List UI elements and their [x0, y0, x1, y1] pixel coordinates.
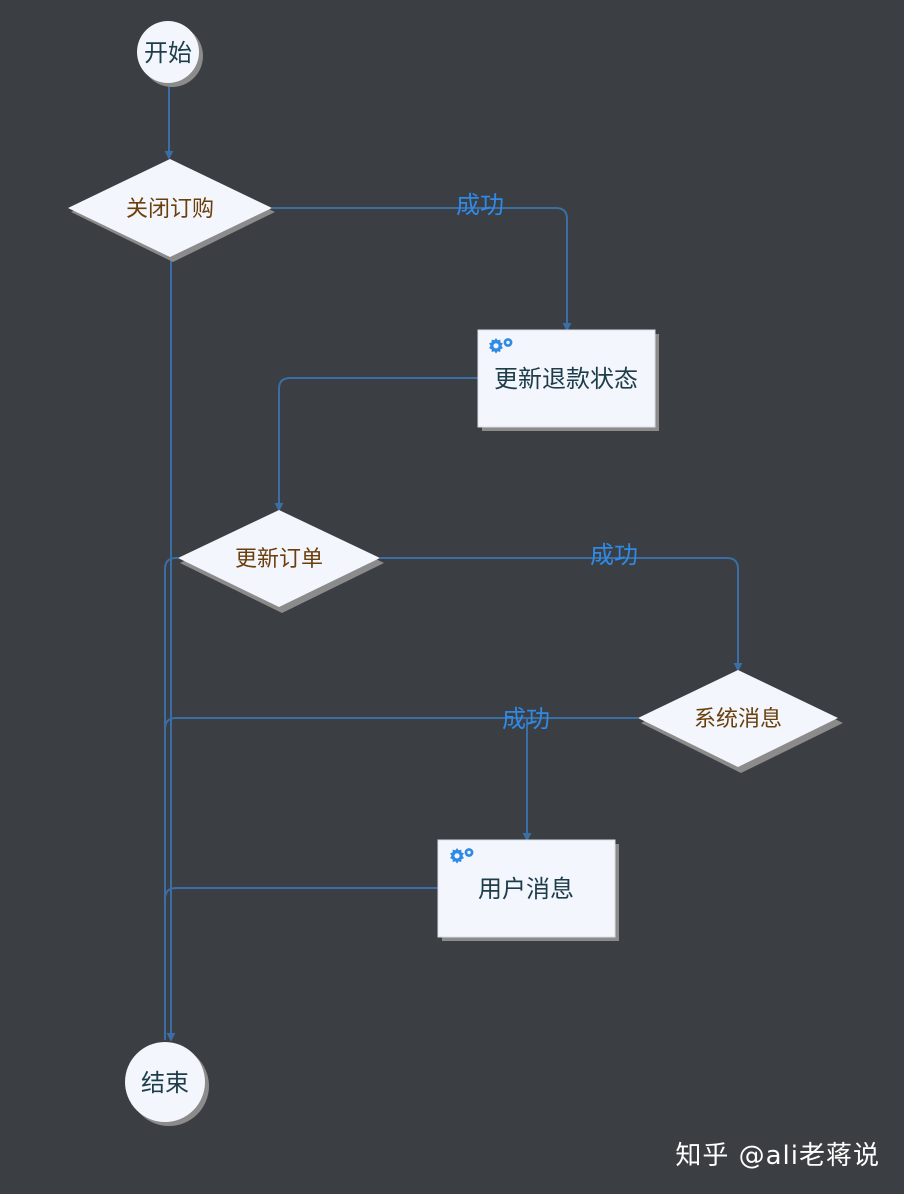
end-node-label: 结束 [141, 1069, 189, 1097]
edges [164, 84, 743, 1042]
close-purchase-decision[interactable]: 关闭订购 [68, 159, 275, 262]
edge-label-update-order-success: 成功 [590, 541, 638, 569]
system-message-label: 系统消息 [694, 707, 782, 732]
user-message-task[interactable]: 用户消息 [437, 839, 619, 941]
edge-user-message-to-end [164, 887, 438, 1040]
edge-label-system-message-success: 成功 [502, 705, 550, 733]
start-node[interactable]: 开始 [137, 21, 203, 87]
edge-update-order-to-end [164, 557, 178, 1040]
update-order-decision[interactable]: 更新订单 [178, 510, 384, 613]
system-message-decision[interactable]: 系统消息 [638, 670, 843, 773]
edge-label-close-purchase-success: 成功 [456, 191, 504, 219]
edge-refund-status-to-update-order [274, 377, 478, 512]
user-message-label: 用户消息 [478, 875, 574, 903]
edge-system-message-to-end [164, 717, 638, 1040]
start-node-label: 开始 [144, 39, 192, 67]
edge-close-purchase-to-refund-status [272, 207, 572, 332]
edge-update-order-to-system-message [380, 557, 743, 672]
end-node[interactable]: 结束 [125, 1042, 209, 1126]
update-order-label: 更新订单 [235, 547, 323, 572]
watermark: 知乎 @ali老蒋说 [675, 1141, 880, 1171]
edge-labels: 成功 成功 成功 [456, 191, 638, 733]
close-purchase-label: 关闭订购 [126, 197, 214, 222]
update-refund-status-task[interactable]: 更新退款状态 [477, 329, 659, 431]
update-refund-status-label: 更新退款状态 [494, 365, 638, 393]
